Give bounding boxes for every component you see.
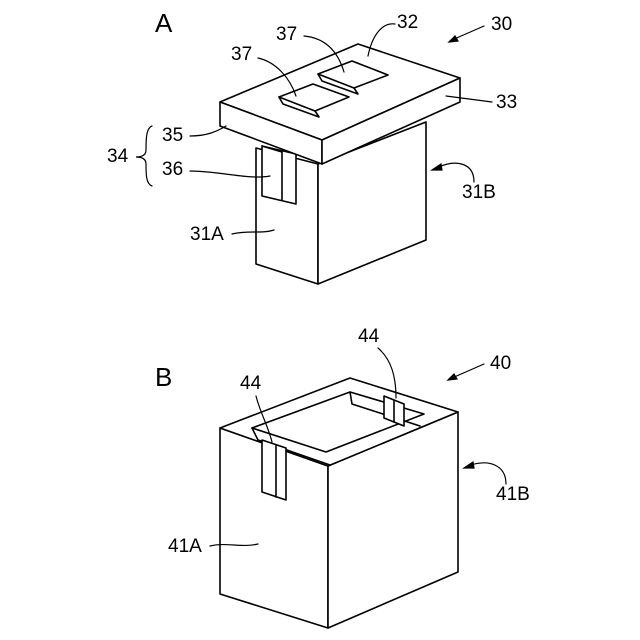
label-37-left: 37 [231, 44, 252, 65]
figure-a: A 30 32 [107, 8, 517, 284]
label-41a: 41A [168, 536, 202, 557]
panel-letter-a: A [155, 8, 173, 38]
leader-40 [452, 364, 484, 378]
label-31b: 31B [462, 182, 496, 203]
label-30: 30 [491, 14, 512, 35]
label-44-left: 44 [240, 373, 262, 394]
label-40: 40 [490, 353, 511, 374]
label-35: 35 [162, 125, 183, 146]
panel-letter-b: B [155, 362, 172, 392]
component-40-drawing [220, 378, 458, 628]
arrowhead-41b [464, 462, 474, 468]
label-37-top: 37 [276, 24, 297, 45]
arrowhead-40 [448, 374, 457, 380]
figure-b: B 40 44 44 41A [155, 326, 530, 628]
slot-36 [262, 146, 296, 204]
label-41b: 41B [496, 484, 530, 505]
label-31a: 31A [190, 224, 224, 245]
slot-44-front [262, 440, 286, 500]
arrowhead-31b [432, 164, 442, 170]
brace-34 [136, 126, 152, 186]
label-36: 36 [162, 159, 183, 180]
component-30-drawing [220, 44, 460, 284]
label-32: 32 [397, 12, 418, 33]
arrowhead-30 [449, 36, 458, 42]
label-44-right: 44 [358, 326, 380, 347]
label-34: 34 [107, 146, 129, 167]
leader-35 [190, 126, 226, 136]
label-33: 33 [496, 92, 517, 113]
